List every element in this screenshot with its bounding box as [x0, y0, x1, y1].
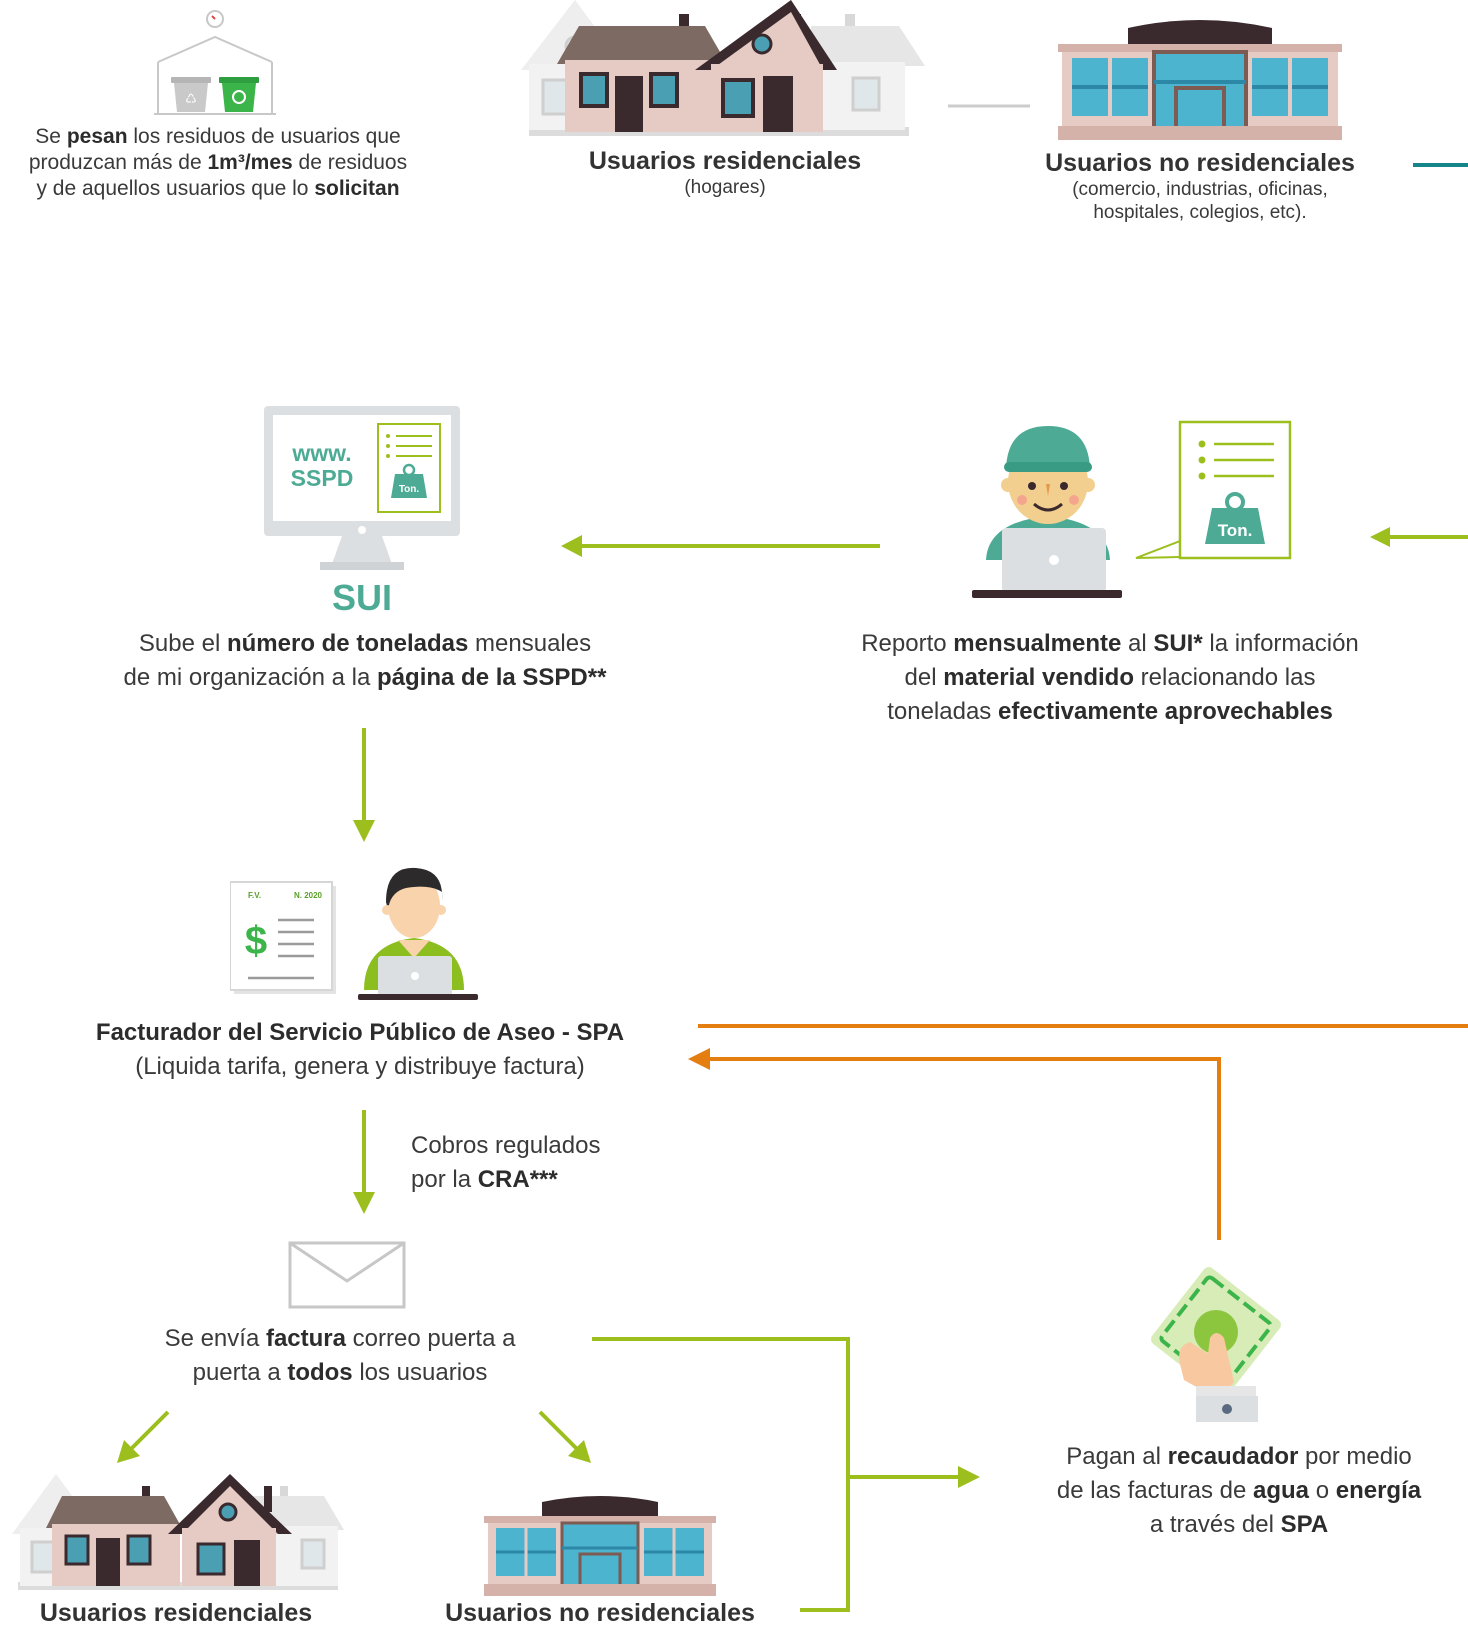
- bottom-building-illustration: [484, 1496, 716, 1596]
- building-illustration: [1058, 20, 1342, 140]
- ton-weight-label: Ton.: [399, 484, 420, 495]
- house-icon: [695, 0, 837, 132]
- mail-text: Se envía factura correo puerta a puerta …: [164, 1325, 516, 1386]
- top-residential-title: Usuarios residenciales: [588, 147, 862, 175]
- dollar-icon: $: [245, 919, 267, 963]
- house-icon: [557, 14, 727, 132]
- monitor-illustration: www. SSPD Ton.: [264, 406, 460, 570]
- grey-bin-icon: ♺: [171, 77, 211, 112]
- bottom-nonresidential-title: Usuarios no residenciales: [445, 1599, 755, 1627]
- worker-illustration: Ton.: [972, 420, 1292, 598]
- green-bin-icon: [219, 77, 259, 112]
- weight-icon: Ton.: [1205, 492, 1265, 544]
- document-icon: Ton.: [377, 423, 441, 513]
- houses-illustration: [521, 0, 925, 136]
- bottom-residential-title: Usuarios residenciales: [39, 1599, 313, 1627]
- billing-person-icon: [358, 867, 478, 1000]
- sui-text: Sube el número de toneladas mensuales de…: [123, 630, 607, 691]
- house-icon: [46, 1486, 182, 1586]
- top-nonresidential-title: Usuarios no residenciales: [1045, 149, 1355, 177]
- sspd-label: SSPD: [291, 465, 354, 491]
- house-icon: [168, 1474, 292, 1586]
- invoice-number: N. 2020: [294, 891, 323, 900]
- bracket-to-pay: [592, 1337, 850, 1612]
- report-text: Reporto mensualmente al SUI* la informac…: [861, 630, 1359, 725]
- arrow-to-bottom-residential: [128, 1410, 170, 1452]
- billing-illustration: F.V. N. 2020 $: [230, 867, 478, 1000]
- invoice-icon: F.V. N. 2020 $: [230, 881, 336, 994]
- orange-return: [708, 1057, 1221, 1240]
- top-nonresidential-subtitle: (comercio, industrias, oficinas, hospita…: [1072, 179, 1328, 223]
- arrow-to-bottom-nonresidential: [538, 1410, 580, 1452]
- bottom-houses-illustration: [12, 1474, 344, 1590]
- envelope-icon: [288, 1241, 406, 1309]
- invoice-fv: F.V.: [248, 891, 261, 900]
- billing-title: Facturador del Servicio Público de Aseo …: [95, 1019, 625, 1046]
- hand-icon: [1179, 1333, 1256, 1396]
- www-label: www.: [291, 440, 351, 466]
- pay-text: Pagan al recaudador por medio de las fac…: [1056, 1443, 1422, 1538]
- top-residential-subtitle: (hogares): [684, 177, 766, 198]
- billing-subtitle: (Liquida tarifa, genera y distribuye fac…: [135, 1053, 585, 1080]
- weigh-text: Se pesan los residuos de usuarios que pr…: [28, 125, 408, 200]
- scale-illustration: ♺: [154, 10, 276, 115]
- svg-text:♺: ♺: [185, 92, 197, 107]
- payment-illustration: [1151, 1267, 1281, 1422]
- house-icon: [811, 14, 925, 130]
- report-ton-label: Ton.: [1218, 521, 1253, 540]
- sui-title: SUI: [331, 577, 392, 618]
- cra-text: Cobros regulados por la CRA***: [411, 1132, 601, 1193]
